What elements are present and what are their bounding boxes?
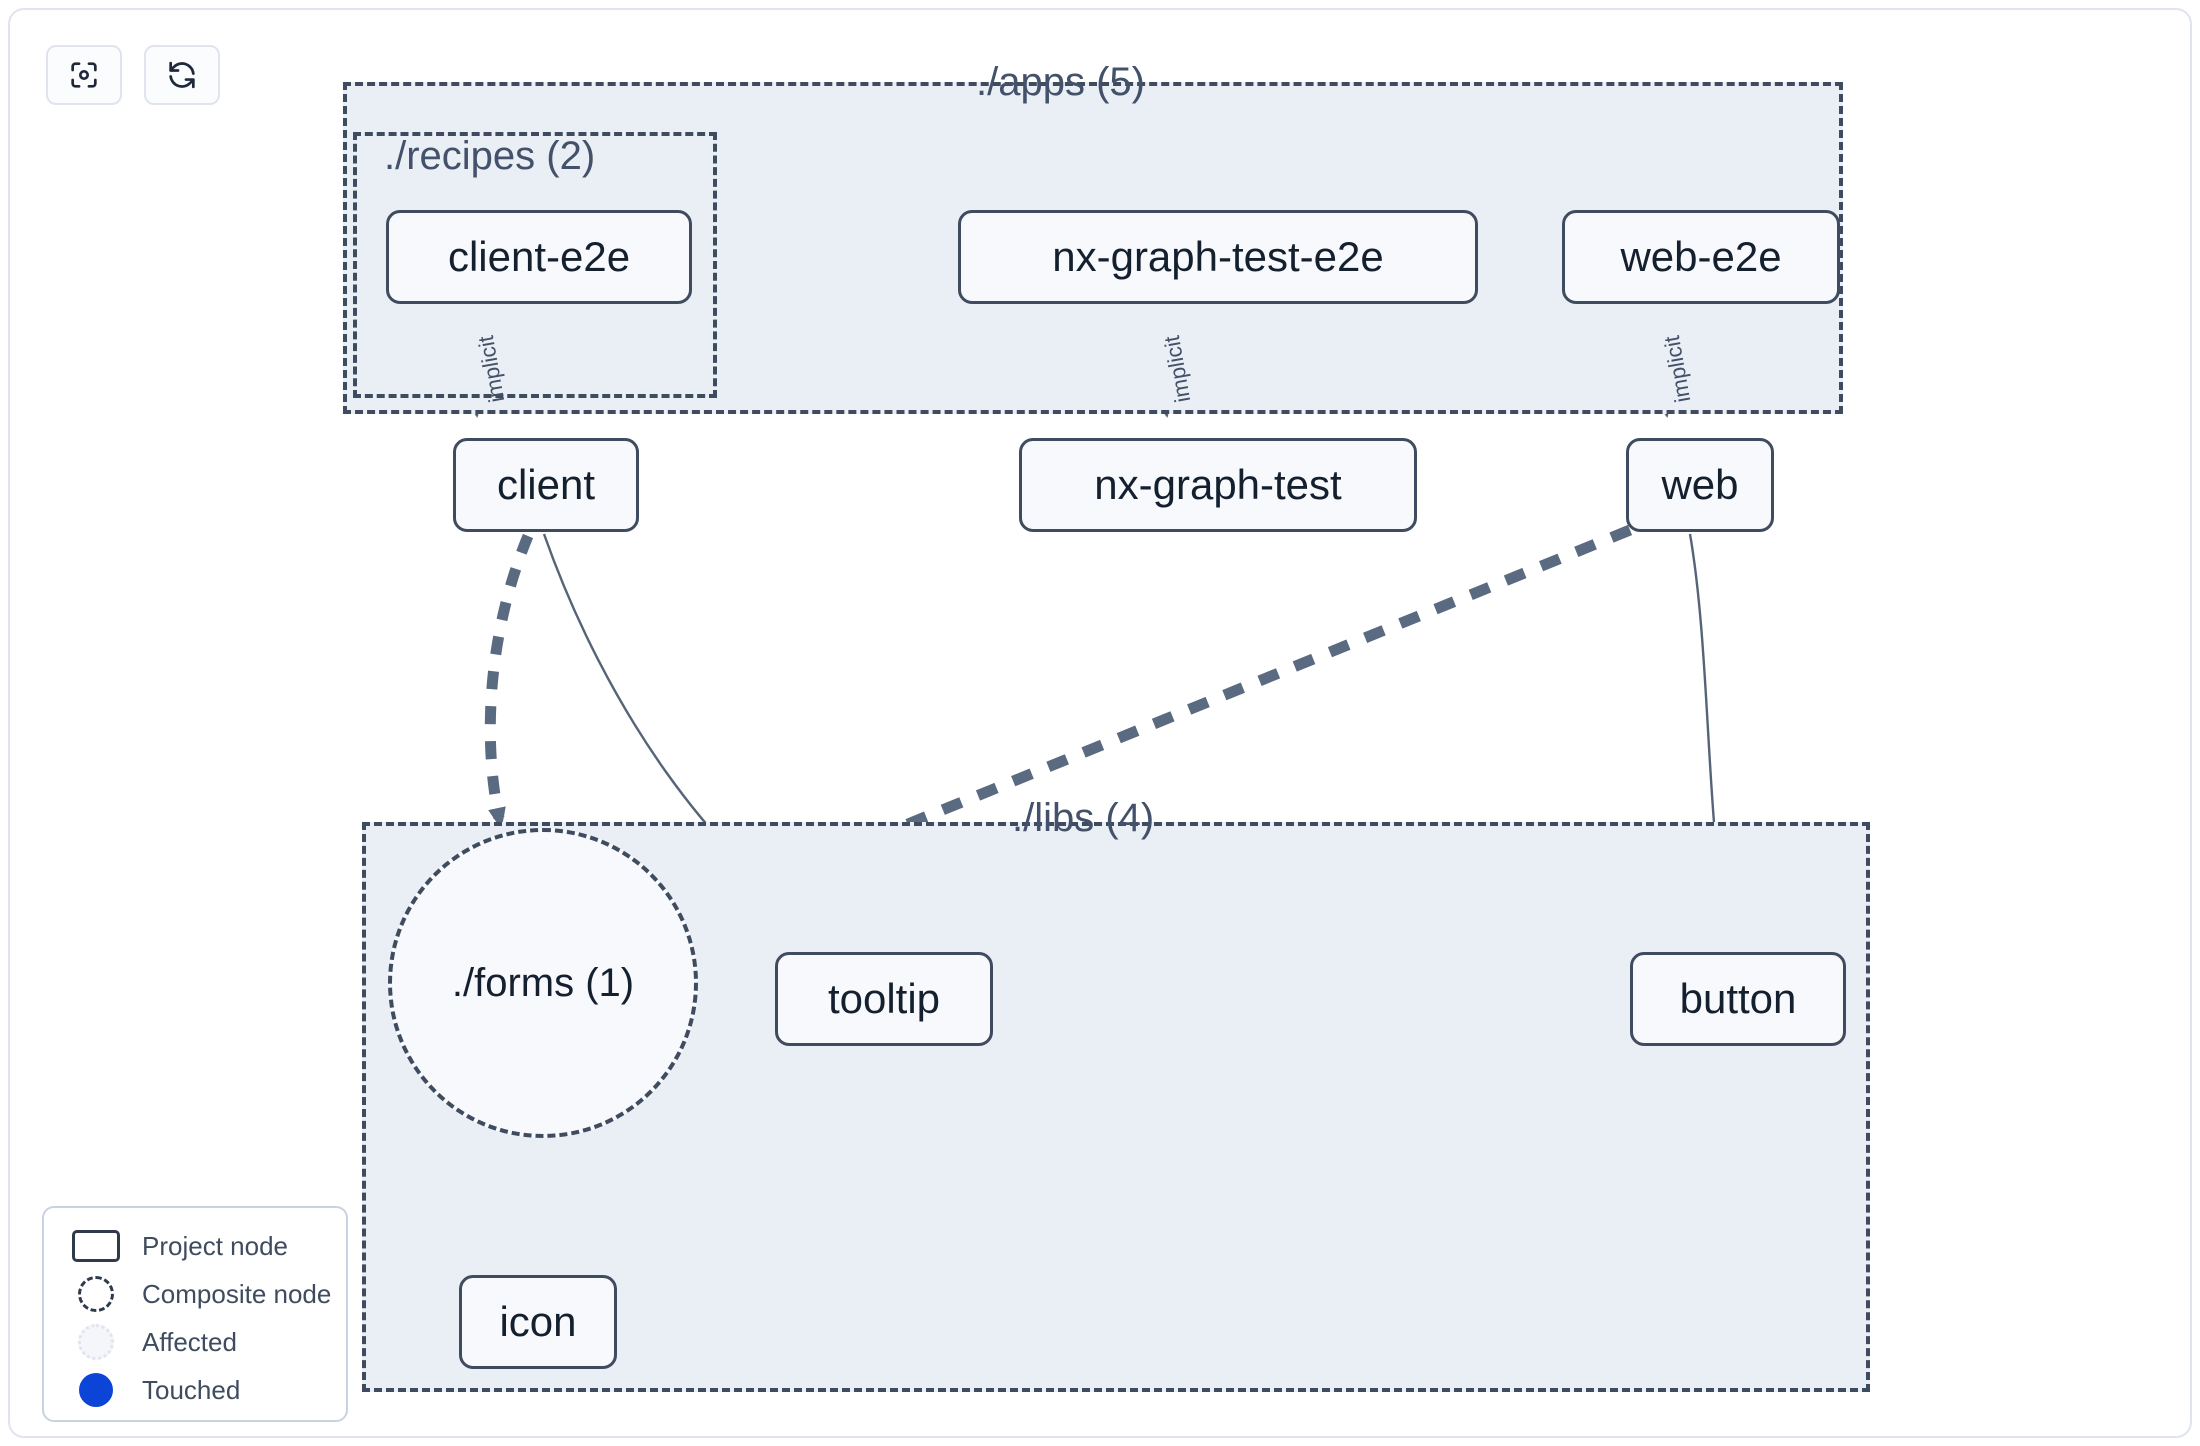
affected-swatch <box>70 1324 122 1360</box>
node-label: client-e2e <box>447 233 631 280</box>
node-label: ./forms (1) <box>451 961 635 1005</box>
legend-label: Composite node <box>142 1279 332 1309</box>
legend-label: Affected <box>142 1327 237 1357</box>
project-node-swatch <box>70 1230 122 1262</box>
node-label: nx-graph-test-e2e <box>1052 233 1384 280</box>
node-client[interactable]: client <box>453 438 639 532</box>
refresh-icon <box>165 58 199 92</box>
graph-panel: ./apps (5) ./recipes (2) ./libs (4) clie… <box>8 8 2192 1438</box>
node-label: button <box>1679 975 1797 1022</box>
node-tooltip[interactable]: tooltip <box>775 952 993 1046</box>
group-label-libs: ./libs (4) <box>1012 796 1155 840</box>
legend-label: Touched <box>142 1375 241 1405</box>
legend-item-touched: Touched <box>44 1366 346 1414</box>
focus-target-icon <box>67 58 101 92</box>
node-icon[interactable]: icon <box>459 1275 617 1369</box>
node-label: web <box>1661 461 1739 508</box>
group-label-recipes: ./recipes (2) <box>384 134 596 178</box>
legend-item-affected: Affected <box>44 1318 346 1366</box>
graph-legend: Project node Composite node Affected Tou… <box>42 1206 348 1422</box>
refresh-graph-button[interactable] <box>144 45 220 105</box>
composite-node-swatch <box>70 1276 122 1312</box>
touched-swatch <box>70 1373 122 1407</box>
group-label-apps: ./apps (5) <box>976 60 1145 104</box>
node-nx-graph-test[interactable]: nx-graph-test <box>1019 438 1417 532</box>
node-forms[interactable]: ./forms (1) <box>388 828 698 1138</box>
graph-toolbar <box>46 45 220 105</box>
node-button[interactable]: button <box>1630 952 1846 1046</box>
node-label: nx-graph-test <box>1094 461 1342 508</box>
node-label: client <box>496 461 596 508</box>
node-client-e2e[interactable]: client-e2e <box>386 210 692 304</box>
edge-client-to-forms <box>484 533 534 830</box>
node-label: icon <box>499 1298 577 1345</box>
legend-item-project-node: Project node <box>44 1222 346 1270</box>
node-web[interactable]: web <box>1626 438 1774 532</box>
node-label: tooltip <box>827 975 941 1022</box>
legend-label: Project node <box>142 1231 288 1261</box>
node-web-e2e[interactable]: web-e2e <box>1562 210 1840 304</box>
node-label: web-e2e <box>1620 233 1782 280</box>
focus-graph-button[interactable] <box>46 45 122 105</box>
node-nx-graph-test-e2e[interactable]: nx-graph-test-e2e <box>958 210 1478 304</box>
legend-item-composite-node: Composite node <box>44 1270 346 1318</box>
